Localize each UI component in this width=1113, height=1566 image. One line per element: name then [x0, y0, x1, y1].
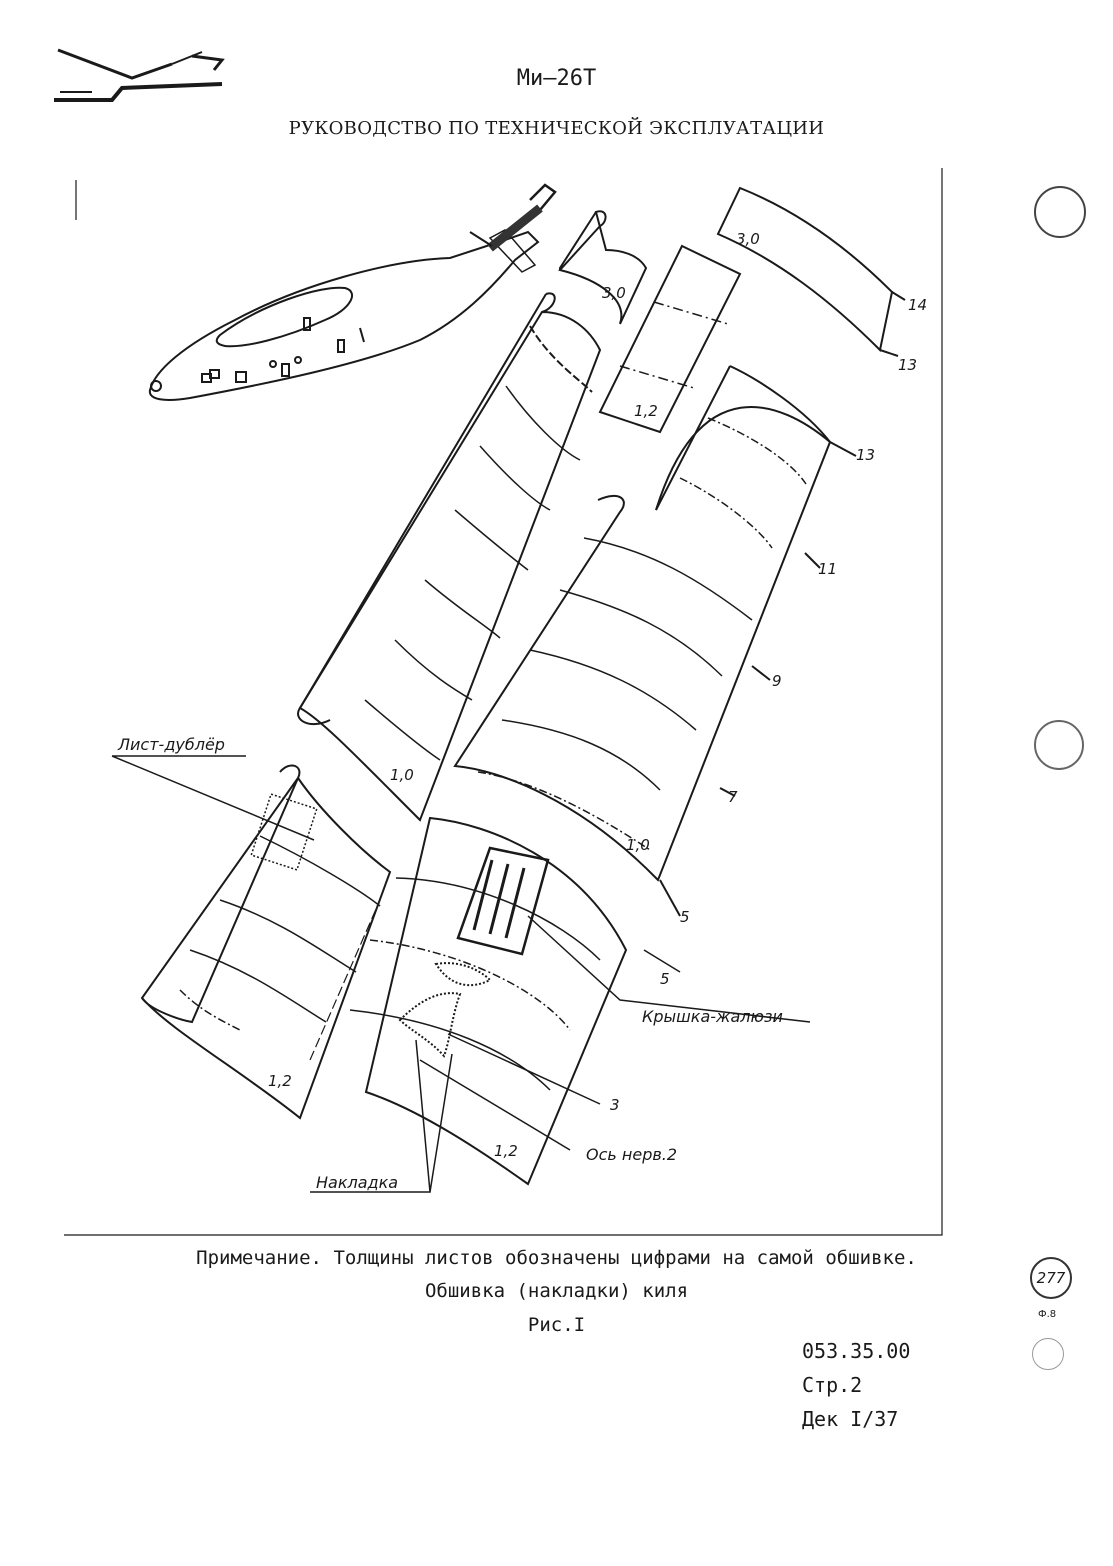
figure-caption: Обшивка (накладки) киля	[424, 1280, 689, 1302]
callout-13: 13	[856, 446, 875, 464]
figure-number: Рис.I	[527, 1314, 586, 1336]
page-stamp-sub: Ф.8	[1038, 1309, 1057, 1320]
thickness-3-0-top: 3,0	[602, 284, 626, 302]
revision-number: Дек I/37	[802, 1407, 899, 1431]
binder-hole-middle	[1034, 720, 1084, 770]
thickness-3-0-top-right: 3,0	[736, 230, 760, 248]
footnote: Примечание. Толщины листов обозначены ци…	[196, 1247, 917, 1269]
thickness-1-0-right: 1,0	[626, 836, 650, 854]
helicopter-silhouette	[148, 183, 557, 401]
thickness-1-2-lower-left: 1,2	[268, 1072, 292, 1090]
thickness-1-0-left: 1,0	[390, 766, 414, 784]
page-number: Стр.2	[802, 1373, 863, 1397]
thickness-1-2-lower-right: 1,2	[494, 1142, 518, 1160]
document-info: 053.35.00 Стр.2 Дек I/37	[802, 1334, 910, 1436]
thickness-1-2-mid: 1,2	[634, 402, 658, 420]
callout-3: 3	[610, 1096, 620, 1114]
document-subtitle: РУКОВОДСТВО ПО ТЕХНИЧЕСКОЙ ЭКСПЛУАТАЦИИ	[288, 118, 825, 139]
binder-hole-bottom	[1032, 1338, 1064, 1370]
callout-9: 9	[772, 672, 782, 690]
callout-14: 14	[908, 296, 927, 314]
fin-skin-drawing: 3,0 3,0 1,2 1,0 1,0 1,2 1,2 14 13 13 11 …	[60, 160, 950, 1240]
binder-hole-top	[1034, 186, 1086, 238]
document-title: Ми–26Т	[516, 66, 597, 91]
drawing-canvas: 3,0 3,0 1,2 1,0 1,0 1,2 1,2 14 13 13 11 …	[64, 168, 943, 1236]
patch-label: Накладка	[316, 1173, 398, 1192]
callout-7: 7	[728, 788, 738, 806]
rib-axis-label: Ось нерв.2	[586, 1145, 677, 1164]
page-stamp: 277	[1030, 1257, 1072, 1299]
manufacturer-logo	[52, 44, 232, 104]
callout-11: 11	[818, 560, 837, 578]
doubler-sheet-label: Лист-дублёр	[117, 735, 225, 754]
louver-cover-shape	[456, 846, 550, 956]
callout-13-top: 13	[898, 356, 917, 374]
louver-cover-label: Крышка-жалюзи	[642, 1007, 783, 1026]
document-code: 053.35.00	[802, 1339, 911, 1363]
callout-5-upper: 5	[680, 908, 690, 926]
callout-5-lower: 5	[660, 970, 670, 988]
